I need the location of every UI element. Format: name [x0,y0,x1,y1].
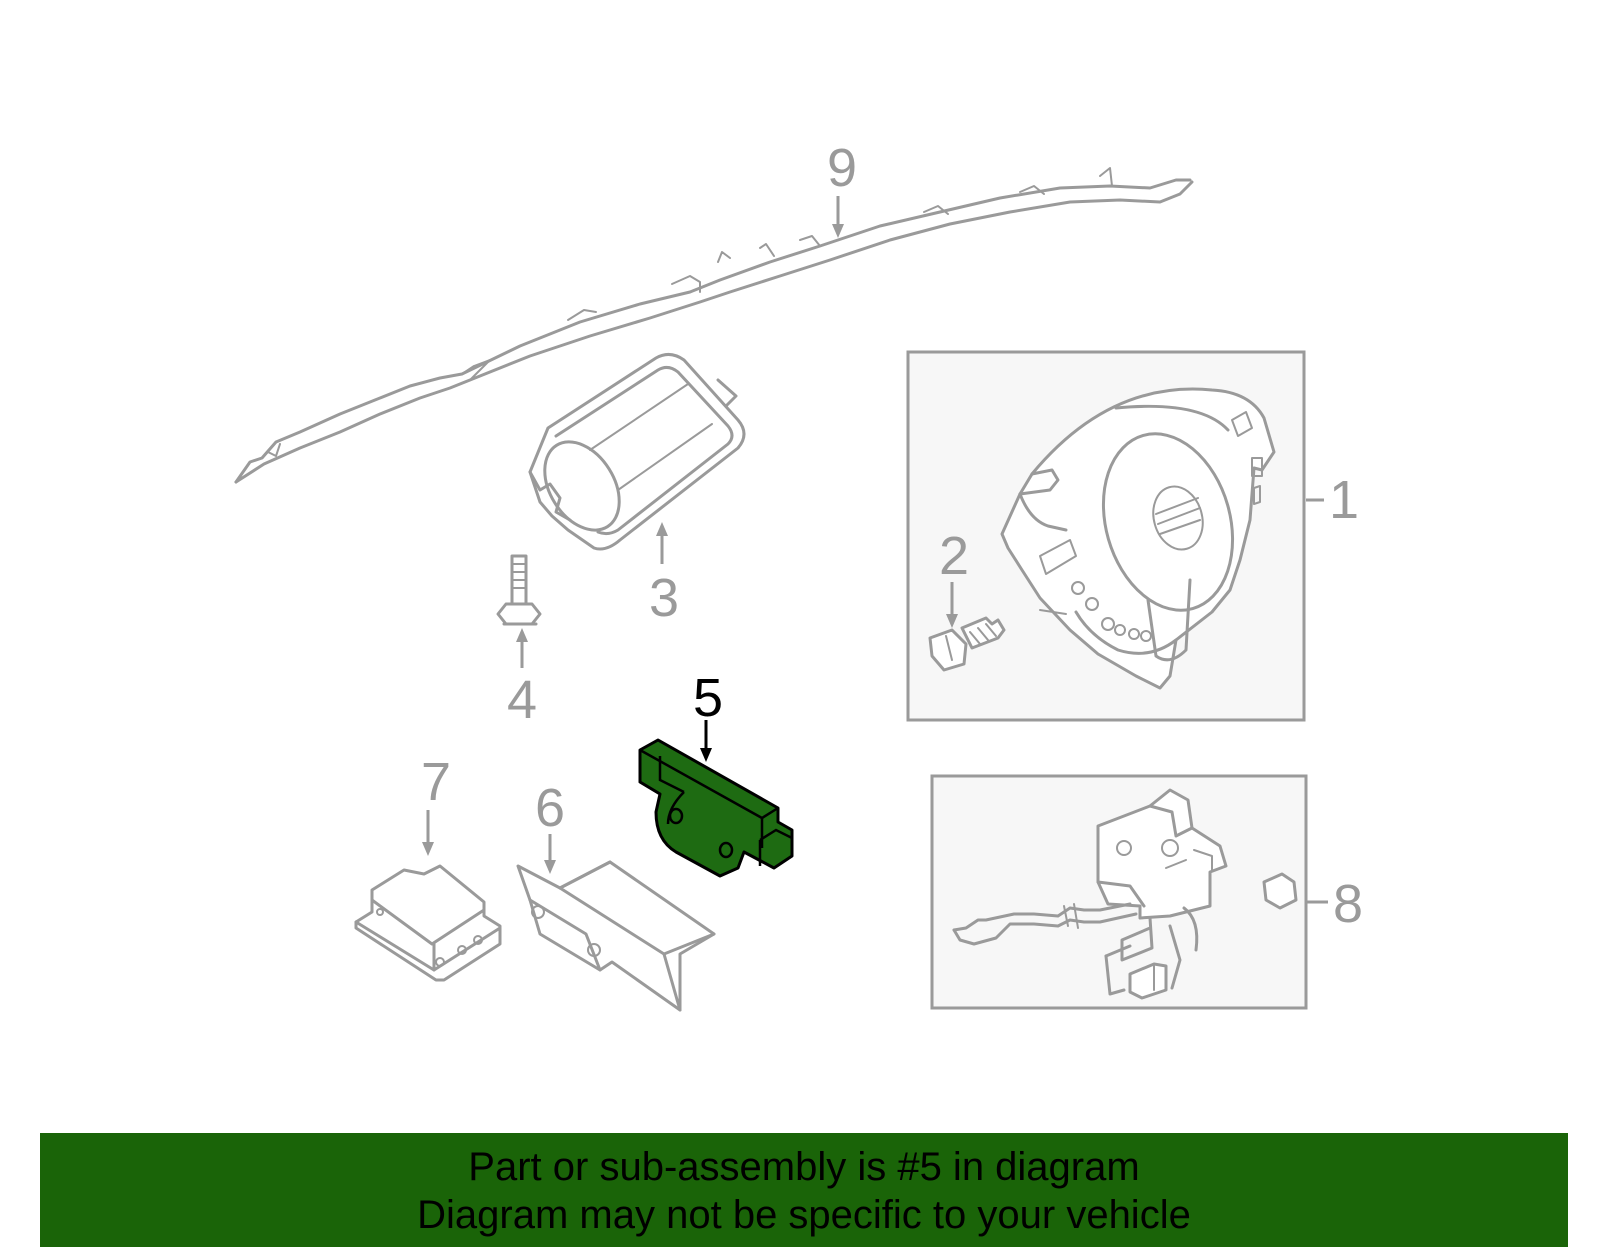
callout-arrows [422,196,1328,904]
callout-2[interactable]: 2 [939,526,969,586]
part-9-curtain-airbag[interactable] [234,167,1194,484]
callout-5-highlighted[interactable]: 5 [693,668,723,728]
banner-line-disclaimer: Diagram may not be specific to your vehi… [417,1193,1191,1237]
callout-1[interactable]: 1 [1329,470,1359,530]
part-3-passenger-airbag[interactable] [528,353,746,551]
part-5-crash-sensor-highlighted[interactable] [638,738,794,878]
callout-9[interactable]: 9 [827,138,857,198]
part-7-control-module[interactable] [354,864,502,982]
callout-3[interactable]: 3 [649,568,679,628]
callout-4[interactable]: 4 [507,670,537,730]
callout-6[interactable]: 6 [535,778,565,838]
callout-8[interactable]: 8 [1333,874,1363,934]
banner-line-part: Part or sub-assembly is #5 in diagram [468,1145,1140,1189]
part-4-bolt[interactable] [496,554,542,626]
info-banner: Part or sub-assembly is #5 in diagram Di… [40,1133,1568,1247]
part-6-sensor-bracket[interactable] [516,860,716,1012]
callout-labels: 9 1 2 3 4 5 6 7 8 [421,138,1363,934]
part-2-bolt[interactable] [928,616,1006,672]
part-8-bracket-box[interactable] [930,774,1308,1010]
callout-7[interactable]: 7 [421,752,451,812]
part-1-driver-airbag-box[interactable] [906,350,1306,722]
